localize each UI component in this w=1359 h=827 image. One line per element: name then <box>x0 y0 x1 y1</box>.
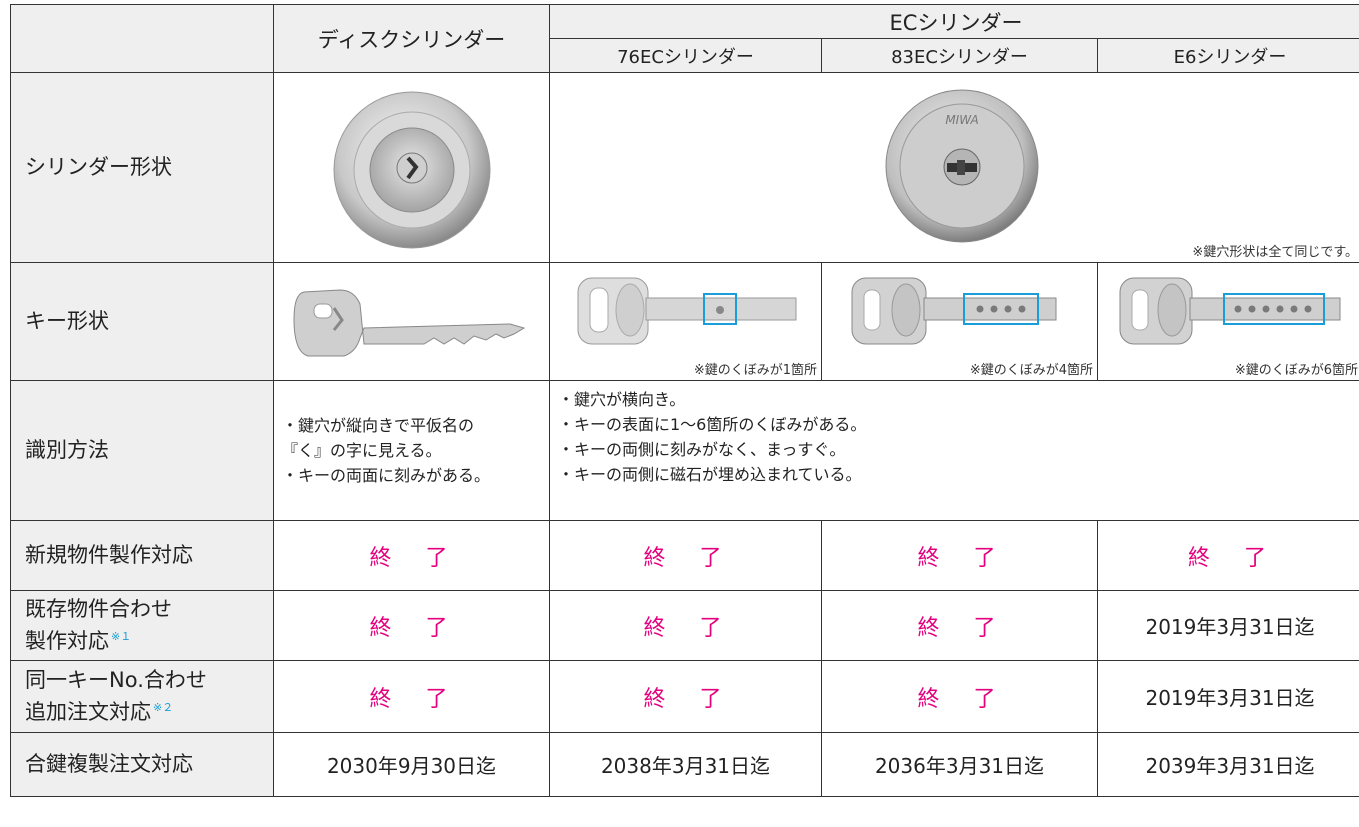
row-label-identify: 識別方法 <box>10 380 274 521</box>
83ec-key-caption: ※鍵のくぼみが4箇所 <box>969 363 1093 378</box>
disk-key-image <box>293 288 526 356</box>
disk-existing-status: 終 了 <box>273 590 550 661</box>
disk-identify-line-3: ・キーの両面に刻みがある。 <box>282 466 491 485</box>
samekey-footnote-mark: ※２ <box>153 701 174 714</box>
disk-cylinder-image-cell <box>273 72 550 263</box>
disk-new-property-status: 終 了 <box>273 520 550 591</box>
disk-identify-cell: ・鍵穴が縦向きで平仮名の 『く』の字に見える。 ・キーの両面に刻みがある。 <box>273 380 550 521</box>
e6-duplicate-date: 2039年3月31日迄 <box>1096 732 1359 797</box>
e6-key-image <box>1119 277 1341 344</box>
disk-samekey-status: 終 了 <box>273 660 550 733</box>
ec-cylinder-image: MIWA <box>885 89 1039 242</box>
row-label-duplicate: 合鍵複製注文対応 <box>10 732 274 797</box>
ec-identify-line-2: ・キーの表面に1〜6箇所のくぼみがある。 <box>558 415 867 434</box>
header-disk-cylinder: ディスクシリンダー <box>273 4 550 73</box>
e6-new-property-status: 終 了 <box>1096 520 1359 591</box>
76ec-key-caption: ※鍵のくぼみが1箇所 <box>693 363 817 378</box>
corner-header-cell <box>10 4 274 73</box>
row-label-key-shape: キー形状 <box>10 262 274 381</box>
83ec-new-property-status: 終 了 <box>821 520 1098 591</box>
76ec-samekey-status: 終 了 <box>549 660 822 733</box>
83ec-duplicate-date: 2036年3月31日迄 <box>821 732 1098 797</box>
e6-key-image-cell: ※鍵のくぼみが6箇所 <box>1096 262 1359 381</box>
83ec-key-image <box>851 277 1057 344</box>
disk-identify-line-2: 『く』の字に見える。 <box>282 441 442 460</box>
76ec-key-image-cell: ※鍵のくぼみが1箇所 <box>549 262 822 381</box>
samekey-label-line-2: 追加注文対応※２ <box>25 694 273 726</box>
row-label-cylinder-shape: シリンダー形状 <box>10 72 274 263</box>
samekey-label-text: 追加注文対応 <box>25 700 151 724</box>
disk-cylinder-image <box>333 91 491 248</box>
samekey-label-line-1: 同一キーNo.合わせ <box>25 668 207 692</box>
83ec-key-image-cell: ※鍵のくぼみが4箇所 <box>821 262 1098 381</box>
76ec-existing-status: 終 了 <box>549 590 822 661</box>
e6-existing-date: 2019年3月31日迄 <box>1096 590 1359 661</box>
83ec-samekey-status: 終 了 <box>821 660 1098 733</box>
e6-samekey-date: 2019年3月31日迄 <box>1096 660 1359 733</box>
disk-key-image-cell <box>273 262 550 381</box>
ec-cylinder-caption: ※鍵穴形状は全て同じです。 <box>1192 245 1359 260</box>
existing-label-line-2: 製作対応※１ <box>25 623 273 655</box>
76ec-key-image <box>577 277 797 344</box>
ec-identify-line-3: ・キーの両側に刻みがなく、まっすぐ。 <box>558 440 846 459</box>
existing-footnote-mark: ※１ <box>111 630 132 643</box>
76ec-new-property-status: 終 了 <box>549 520 822 591</box>
ec-identify-cell: ・鍵穴が横向き。 ・キーの表面に1〜6箇所のくぼみがある。 ・キーの両側に刻みが… <box>548 380 1359 521</box>
e6-key-caption: ※鍵のくぼみが6箇所 <box>1234 363 1359 378</box>
miwa-engraving: MIWA <box>945 113 978 127</box>
row-label-new-property: 新規物件製作対応 <box>10 520 274 591</box>
disk-identify-line-1: ・鍵穴が縦向きで平仮名の <box>282 416 475 435</box>
header-76ec-cylinder: 76ECシリンダー <box>549 38 822 73</box>
row-label-existing-property: 既存物件合わせ 製作対応※１ <box>10 590 274 661</box>
76ec-duplicate-date: 2038年3月31日迄 <box>549 732 822 797</box>
existing-label-text: 製作対応 <box>25 629 109 653</box>
header-e6-cylinder: E6シリンダー <box>1096 38 1359 73</box>
ec-identify-line-1: ・鍵穴が横向き。 <box>558 390 686 409</box>
83ec-existing-status: 終 了 <box>821 590 1098 661</box>
disk-duplicate-date: 2030年9月30日迄 <box>273 732 550 797</box>
cylinder-comparison-table: ディスクシリンダー ECシリンダー 76ECシリンダー 83ECシリンダー E6… <box>10 4 1359 797</box>
header-ec-cylinder-group: ECシリンダー <box>548 4 1359 39</box>
ec-cylinder-image-cell: MIWA ※鍵穴形状は全て同じです。 <box>548 72 1359 263</box>
existing-label-line-1: 既存物件合わせ <box>25 597 172 621</box>
row-label-same-key: 同一キーNo.合わせ 追加注文対応※２ <box>10 660 274 733</box>
header-83ec-cylinder: 83ECシリンダー <box>821 38 1098 73</box>
ec-identify-line-4: ・キーの両側に磁石が埋め込まれている。 <box>558 465 862 484</box>
